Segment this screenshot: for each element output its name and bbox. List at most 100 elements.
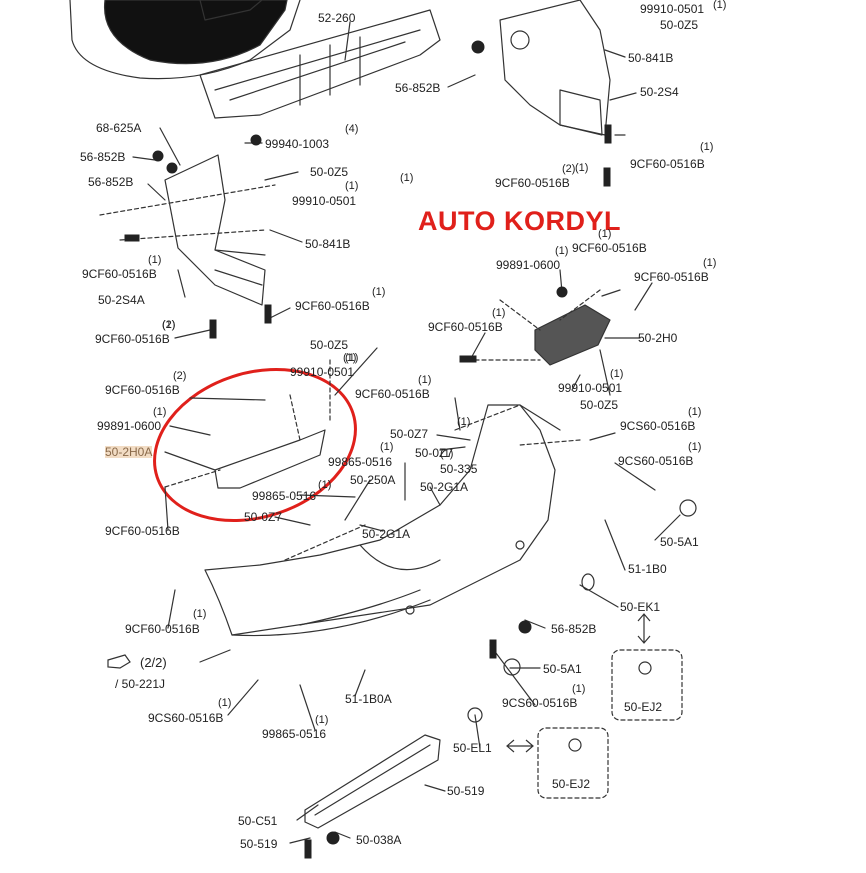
part-label[interactable]: 50-0Z7 [390,427,429,441]
part-label[interactable]: (2/2) [140,655,167,670]
nut-99940 [250,134,262,146]
part-label[interactable]: 99940-1003 [265,137,330,151]
hand-pointer-icon [107,654,131,669]
part-label[interactable]: 56-852B [80,150,126,164]
part-label[interactable]: 50-5A1 [660,535,699,549]
part-label[interactable]: 9CF60-0516B [428,320,503,334]
part-label[interactable]: 50-5A1 [543,662,582,676]
ej2-icon-lower [568,738,582,752]
part-label[interactable]: 9CF60-0516B [125,622,200,636]
part-label[interactable]: 9CF60-0516B [634,270,709,284]
part-label[interactable]: 50-0Z7 [415,446,454,460]
part-label[interactable]: 50-0Z7 [244,510,283,524]
quantity-label: (1) [492,307,506,319]
quantity-label: (1) [572,683,586,695]
part-label[interactable]: 50-2H0 [638,331,678,345]
part-label[interactable]: 52-260 [318,11,356,25]
quantity-label: (1) [688,406,702,418]
part-label[interactable]: 51-1B0A [345,692,392,706]
part-label[interactable]: 9CF60-0516B [95,332,170,346]
quantity-label: (1) [193,608,207,620]
quantity-label: (1) [575,162,589,174]
part-label[interactable]: 50-2G1A [420,480,469,494]
part-label[interactable]: 9CF60-0516B [630,157,705,171]
part-label[interactable]: 50-038A [356,833,402,847]
part-label[interactable]: 9CS60-0516B [620,419,696,433]
part-label[interactable]: 50-841B [628,51,674,65]
part-label[interactable]: 50-250A [350,473,396,487]
part-label[interactable]: 99865-0516 [328,455,393,469]
part-label[interactable]: 99910-0501 [640,2,705,16]
part-label[interactable]: 50-EJ2 [624,700,663,714]
clip-56-852b-top [471,40,485,54]
grommet-50-5a1-lower [503,658,521,676]
bolt-9cf60-lower [603,167,611,187]
bolt-9cf60-mid [264,304,272,324]
part-label[interactable]: 99910-0501 [558,381,623,395]
part-label[interactable]: 50-841B [305,237,351,251]
quantity-label: (1) [688,441,702,453]
part-label[interactable]: 50-EJ2 [552,777,591,791]
part-label-highlighted[interactable]: 50-2H0A [105,445,153,459]
part-label[interactable]: 50-EK1 [620,600,661,614]
part-label[interactable]: 9CS60-0516B [148,711,224,725]
part-label[interactable]: 99891-0600 [496,258,561,272]
clip-50-038a [326,831,340,845]
part-label[interactable]: 9CF60-0516B [105,524,180,538]
part-label[interactable]: 9CS60-0516B [618,454,694,468]
part-label[interactable]: 68-625A [96,121,142,135]
part-label[interactable]: / 50-221J [115,677,166,691]
grommet-50-ek1 [581,573,595,591]
ej2-icon-right [638,661,652,675]
part-label[interactable]: 9CF60-0516B [355,387,430,401]
part-label[interactable]: 99865-0516 [262,727,327,741]
bolt-9cs60 [489,639,497,659]
bolt-9cf60-left [124,234,140,242]
watermark-text: AUTO KORDYL [418,206,622,236]
lower-reinforcement [304,734,441,829]
quantity-label: (1) [555,245,569,257]
quantity-label: (1) [218,697,232,709]
part-label[interactable]: 50-2S4A [98,293,145,307]
highlight-circle [153,367,357,523]
part-label[interactable]: 50-C51 [238,814,278,828]
quantity-label: (1) [610,368,624,380]
car-body-outline [69,0,301,80]
part-label[interactable]: 99910-0501 [292,194,357,208]
car-body-shadow [103,0,288,65]
part-label[interactable]: 9CF60-0516B [495,176,570,190]
part-label[interactable]: 50-519 [240,837,278,851]
part-label[interactable]: 50-519 [447,784,485,798]
part-label[interactable]: 56-852B [395,81,441,95]
part-label[interactable]: 9CF60-0516B [572,241,647,255]
part-label[interactable]: 99865-0516 [252,489,317,503]
part-label[interactable]: 50-2G1A [362,527,411,541]
part-label[interactable]: 99891-0600 [97,419,162,433]
quantity-label: (1) [440,448,454,460]
bolt-9cf60-center [459,355,477,363]
part-label[interactable]: 50-0Z5 [310,338,349,352]
part-label[interactable]: 56-852B [551,622,597,636]
detail-box-ej2-right [611,649,683,721]
part-label[interactable]: 56-852B [88,175,134,189]
part-label[interactable]: 50-0Z5 [310,165,349,179]
part-label[interactable]: 9CF60-0516B [295,299,370,313]
quantity-label: (1) [345,352,359,364]
part-label[interactable]: 9CF60-0516B [82,267,157,281]
quantity-label: (1) [318,479,332,491]
part-label[interactable]: 50-EL1 [453,741,492,755]
quantity-label: (1) [153,406,167,418]
left-bracket [164,154,266,306]
quantity-label: (1) [345,180,359,192]
quantity-label: (1) [703,257,717,269]
part-label[interactable]: 50-0Z5 [580,398,619,412]
quantity-label: (2) [562,163,576,175]
double-arrow-horizontal-icon [506,739,534,753]
part-label[interactable]: 50-2S4 [640,85,679,99]
part-label[interactable]: 9CS60-0516B [502,696,578,710]
part-label[interactable]: 9CF60-0516B [105,383,180,397]
part-label[interactable]: 99910-0501 [290,365,355,379]
part-label[interactable]: 51-1B0 [628,562,667,576]
part-label[interactable]: 50-0Z5 [660,18,699,32]
part-label[interactable]: 50-335 [440,462,478,476]
